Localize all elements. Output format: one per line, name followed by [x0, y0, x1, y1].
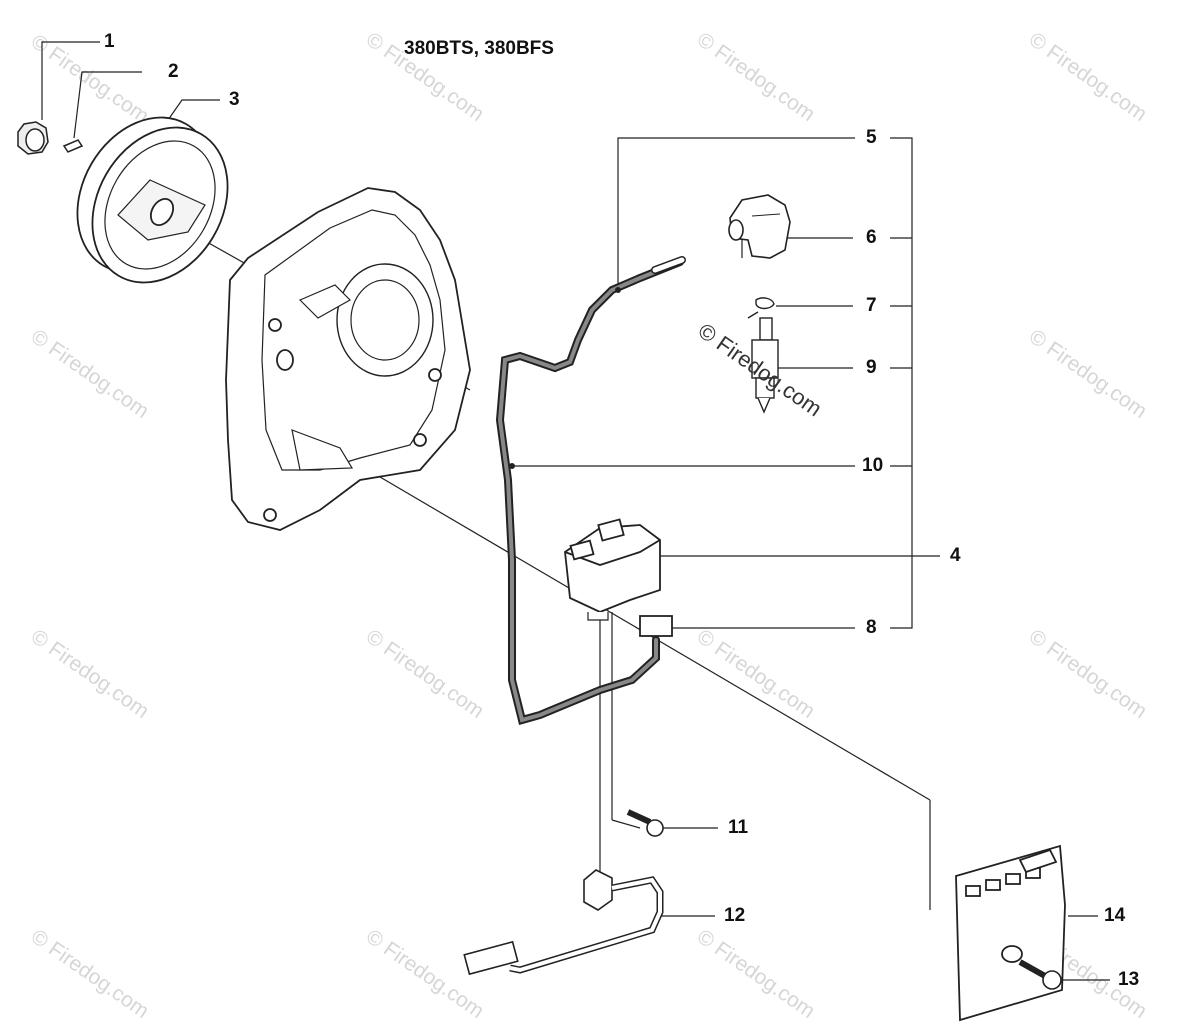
callout-11: 11	[728, 817, 749, 838]
spark-plug-part-9	[751, 317, 779, 414]
ignition-lead-part-10	[495, 256, 686, 725]
flywheel-part-3	[76, 116, 229, 284]
callout-1: 1	[104, 31, 115, 52]
callout-10: 10	[862, 455, 884, 476]
ignition-module-part-4	[564, 518, 673, 637]
diagram-title: 380BTS, 380BFS	[404, 38, 554, 59]
callout-4: 4	[950, 545, 961, 566]
bracket-5-8	[890, 137, 913, 629]
crankcase-housing	[225, 187, 471, 531]
switch-wire-part-12	[463, 869, 664, 976]
callout-3: 3	[229, 89, 240, 110]
screw-part-13	[1018, 959, 1062, 990]
callout-6: 6	[866, 227, 877, 248]
callout-12: 12	[724, 905, 746, 926]
spark-plug-boot-part-6	[728, 194, 791, 259]
screw-part-11	[626, 809, 664, 837]
callout-14: 14	[1104, 905, 1126, 926]
callout-8: 8	[866, 617, 877, 638]
spring-part-7	[747, 297, 775, 319]
cover-plate-part-14	[955, 844, 1066, 1022]
callout-5: 5	[866, 127, 877, 148]
key-part-2	[62, 139, 84, 153]
leader-line-3	[167, 99, 220, 121]
callout-7: 7	[866, 295, 877, 316]
callout-9: 9	[866, 357, 877, 378]
nut-part-1	[17, 121, 49, 155]
leader-line-1	[41, 41, 100, 120]
leader-line-2	[73, 71, 142, 139]
callout-13: 13	[1118, 969, 1140, 990]
callout-2: 2	[168, 61, 179, 82]
